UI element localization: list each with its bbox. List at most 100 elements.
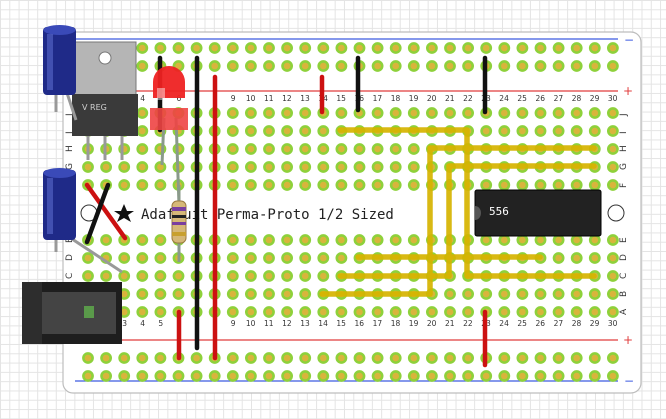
hole — [244, 288, 257, 300]
hole — [136, 234, 149, 246]
hole — [118, 252, 131, 264]
hole — [588, 234, 601, 246]
column-number: 6 — [177, 94, 182, 103]
hole — [534, 234, 547, 246]
hole — [100, 234, 112, 246]
column-number: 20 — [427, 319, 437, 328]
hole — [389, 107, 402, 119]
row-label: G — [619, 163, 629, 170]
hole — [335, 352, 348, 364]
hole — [299, 107, 312, 119]
hole — [462, 107, 474, 119]
hole — [371, 107, 384, 119]
hole — [462, 370, 474, 382]
hole — [136, 252, 149, 264]
hole — [263, 143, 275, 155]
hole — [407, 107, 420, 119]
column-number: 30 — [608, 319, 618, 328]
column-number: 20 — [427, 94, 437, 103]
hole — [534, 306, 547, 318]
hole — [317, 161, 330, 173]
hole — [516, 370, 529, 382]
yellow-traces — [319, 127, 597, 297]
hole — [263, 270, 275, 282]
hole — [317, 270, 330, 282]
hole — [226, 125, 239, 137]
hole — [208, 60, 221, 72]
hole — [570, 179, 583, 191]
hole — [425, 352, 438, 364]
hole — [281, 352, 293, 364]
hole — [317, 179, 330, 191]
hole — [226, 270, 239, 282]
hole — [244, 161, 257, 173]
hole — [244, 370, 257, 382]
hole — [226, 60, 239, 72]
hole — [281, 42, 293, 54]
wire-black-diag — [84, 182, 111, 245]
rail-plus-top: + — [623, 84, 633, 98]
column-number: 3 — [122, 319, 127, 328]
hole — [498, 234, 511, 246]
column-number: 13 — [300, 94, 310, 103]
hole — [353, 370, 366, 382]
row-label: H — [65, 145, 75, 152]
hole — [172, 370, 185, 382]
hole — [244, 42, 257, 54]
hole — [570, 42, 583, 54]
hole — [136, 179, 149, 191]
column-number: 19 — [409, 319, 419, 328]
hole — [444, 370, 456, 382]
hole — [281, 161, 293, 173]
hole — [444, 60, 456, 72]
hole — [371, 161, 384, 173]
hole — [570, 125, 583, 137]
hole — [190, 352, 203, 364]
hole — [335, 179, 348, 191]
row-label: I — [619, 131, 629, 134]
column-number: 10 — [246, 319, 256, 328]
dc-barrel-jack — [22, 282, 122, 344]
hole — [299, 143, 312, 155]
hole — [534, 125, 547, 137]
hole — [407, 143, 420, 155]
column-number: 25 — [517, 94, 527, 103]
hole — [317, 306, 330, 318]
hole — [444, 352, 456, 364]
hole — [462, 42, 474, 54]
hole — [552, 125, 565, 137]
column-number: 30 — [608, 94, 618, 103]
hole — [299, 179, 312, 191]
hole — [588, 179, 601, 191]
capacitor-bottom — [43, 168, 123, 274]
hole — [281, 270, 293, 282]
hole — [498, 352, 511, 364]
hole — [226, 107, 239, 119]
hole — [570, 352, 583, 364]
hole — [462, 288, 474, 300]
hole — [82, 270, 94, 282]
hole — [552, 370, 565, 382]
column-number: 26 — [536, 94, 546, 103]
column-number: 15 — [336, 319, 346, 328]
hole — [516, 288, 529, 300]
row-label: J — [65, 113, 75, 117]
hole — [371, 370, 384, 382]
hole — [136, 370, 149, 382]
hole — [208, 370, 221, 382]
hole — [299, 125, 312, 137]
hole — [136, 60, 149, 72]
hole — [498, 370, 511, 382]
hole — [444, 107, 456, 119]
hole — [552, 288, 565, 300]
hole — [570, 306, 583, 318]
hole — [335, 234, 348, 246]
hole — [335, 42, 348, 54]
row-label: G — [65, 163, 75, 170]
hole — [534, 288, 547, 300]
hole — [389, 179, 402, 191]
hole — [607, 179, 619, 191]
hole — [389, 161, 402, 173]
hole — [154, 252, 167, 264]
